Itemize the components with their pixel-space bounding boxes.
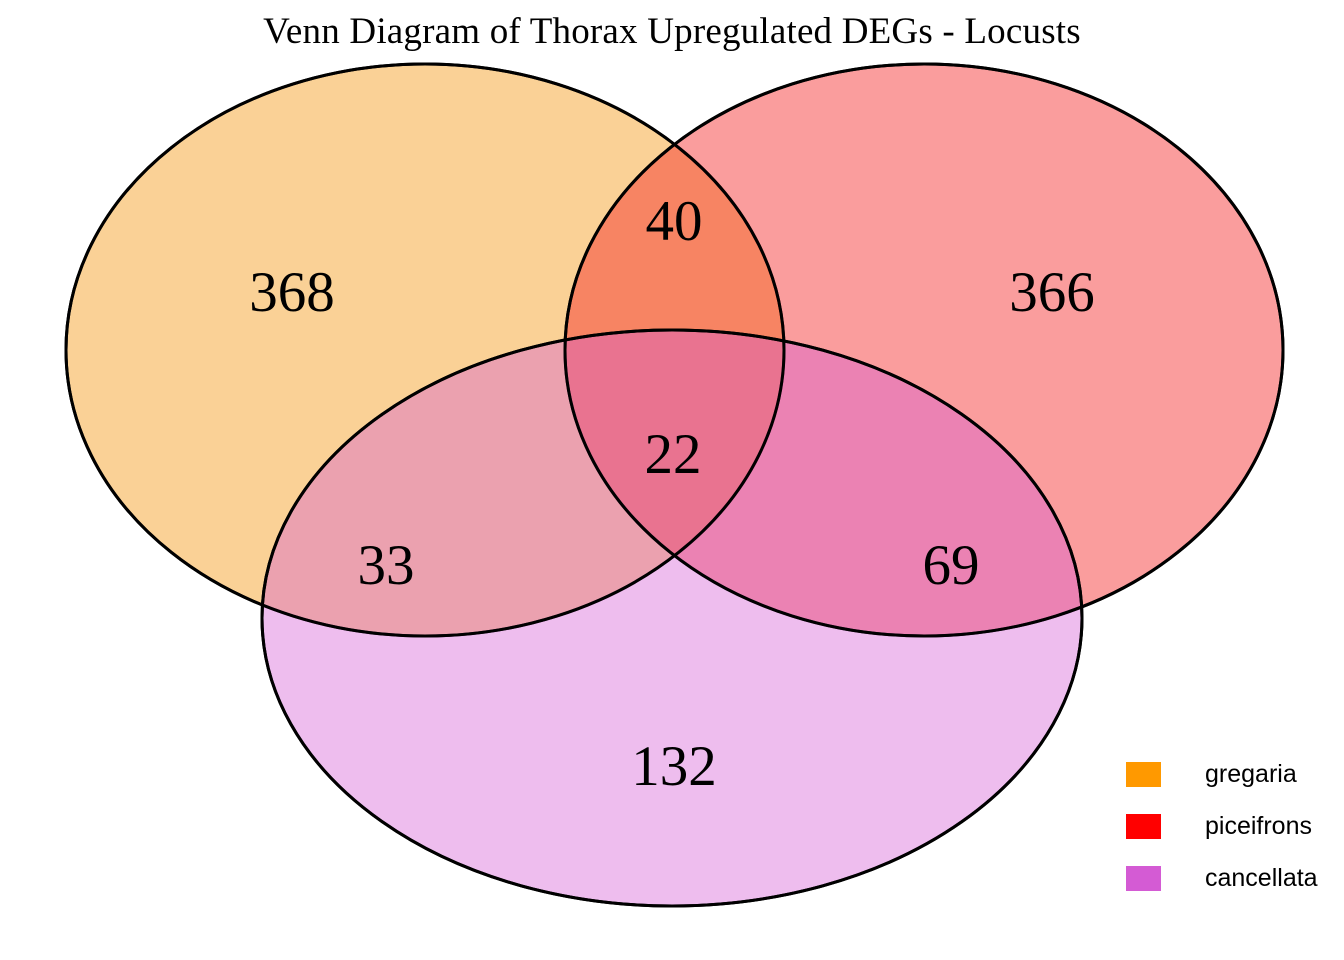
outline-cancellata	[260, 328, 1084, 908]
legend-swatch-cancellata	[1126, 865, 1161, 891]
legend-swatch-gregaria	[1126, 761, 1161, 787]
venn-set-shapes	[64, 62, 1285, 908]
region-label-cancellata-only: 132	[631, 735, 717, 798]
outline-piceifrons	[563, 62, 1285, 638]
legend: gregaria piceifrons cancellata	[1126, 748, 1341, 904]
legend-swatch-piceifrons	[1126, 813, 1161, 839]
region-label-piceifrons-only: 366	[1009, 261, 1095, 324]
legend-item-cancellata[interactable]: cancellata	[1126, 852, 1341, 904]
region-label-gregaria-piceifrons: 40	[646, 190, 703, 253]
legend-label-gregaria: gregaria	[1205, 759, 1297, 788]
region-label-all-three: 22	[645, 423, 702, 486]
legend-item-piceifrons[interactable]: piceifrons	[1126, 800, 1341, 852]
ellipse-cancellata[interactable]	[260, 328, 1084, 908]
outline-gregaria	[64, 62, 786, 638]
venn-set-outlines	[64, 62, 1285, 908]
region-label-gregaria-cancellata: 33	[358, 534, 415, 597]
legend-label-piceifrons: piceifrons	[1205, 811, 1312, 840]
venn-region-labels: 368 366 40 22 33 69 132	[249, 190, 1095, 798]
region-label-gregaria-only: 368	[249, 261, 335, 324]
legend-label-cancellata: cancellata	[1205, 863, 1318, 892]
page-title: Venn Diagram of Thorax Upregulated DEGs …	[263, 11, 1081, 52]
region-label-piceifrons-cancellata: 69	[923, 534, 980, 597]
legend-item-gregaria[interactable]: gregaria	[1126, 748, 1341, 800]
